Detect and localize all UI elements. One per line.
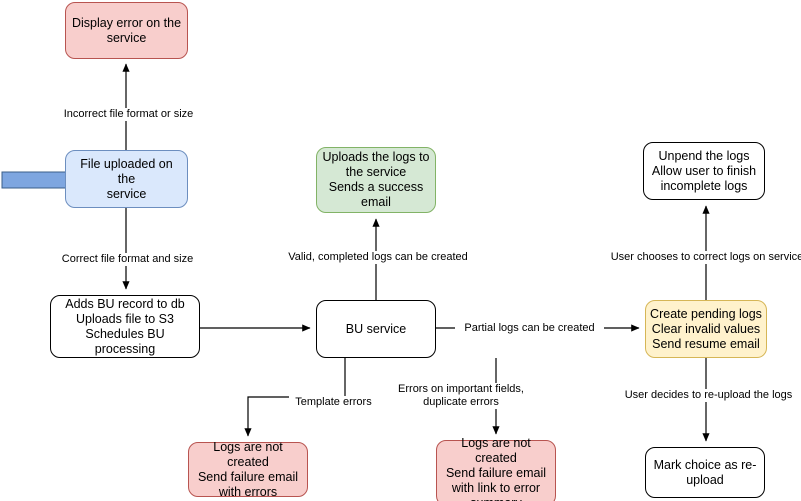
node-logs-not-created-errors[interactable]: Logs are not created Send failure email … — [188, 439, 308, 499]
node-display-error[interactable]: Display error on the service — [65, 2, 188, 59]
node-adds-bu-record[interactable]: Adds BU record to db Uploads file to S3 … — [50, 295, 200, 358]
edge-label-template-errors: Template errors — [289, 396, 378, 409]
node-logs-not-created-errors-label: Logs are not created Send failure email … — [197, 439, 299, 499]
edge-label-correct-format: Correct file format and size — [54, 253, 201, 266]
node-file-uploaded-label: File uploaded on the service — [80, 156, 173, 201]
node-unpend-logs-label: Unpend the logs Allow user to finish inc… — [651, 148, 757, 193]
node-unpend-logs[interactable]: Unpend the logs Allow user to finish inc… — [643, 142, 765, 200]
edge-label-user-reuploads: User decides to re-upload the logs — [619, 389, 798, 402]
edge-label-incorrect-format: Incorrect file format or size — [54, 108, 203, 121]
node-create-pending-logs-label: Create pending logs Clear invalid values… — [650, 306, 762, 351]
node-create-pending-logs[interactable]: Create pending logs Clear invalid values… — [645, 300, 767, 358]
edge-label-user-corrects: User chooses to correct logs on service — [608, 251, 801, 264]
node-logs-not-created-summary[interactable]: Logs are not created Send failure email … — [436, 436, 556, 501]
node-mark-choice[interactable]: Mark choice as re- upload — [645, 447, 765, 498]
node-uploads-logs-label: Uploads the logs to the service Sends a … — [322, 150, 430, 209]
node-mark-choice-label: Mark choice as re- upload — [653, 457, 757, 487]
edge-label-valid-logs: Valid, completed logs can be created — [281, 251, 475, 264]
edge-label-important-field-errors: Errors on important fields, duplicate er… — [394, 383, 528, 409]
node-file-uploaded[interactable]: File uploaded on the service — [65, 150, 188, 208]
node-logs-not-created-summary-label: Logs are not created Send failure email … — [445, 435, 547, 501]
node-adds-bu-record-label: Adds BU record to db Uploads file to S3 … — [65, 296, 185, 356]
node-uploads-logs[interactable]: Uploads the logs to the service Sends a … — [316, 147, 436, 213]
node-bu-service[interactable]: BU service — [316, 300, 436, 358]
node-display-error-label: Display error on the service — [71, 15, 182, 45]
edge-label-partial-logs: Partial logs can be created — [455, 322, 604, 335]
node-bu-service-label: BU service — [345, 321, 407, 336]
